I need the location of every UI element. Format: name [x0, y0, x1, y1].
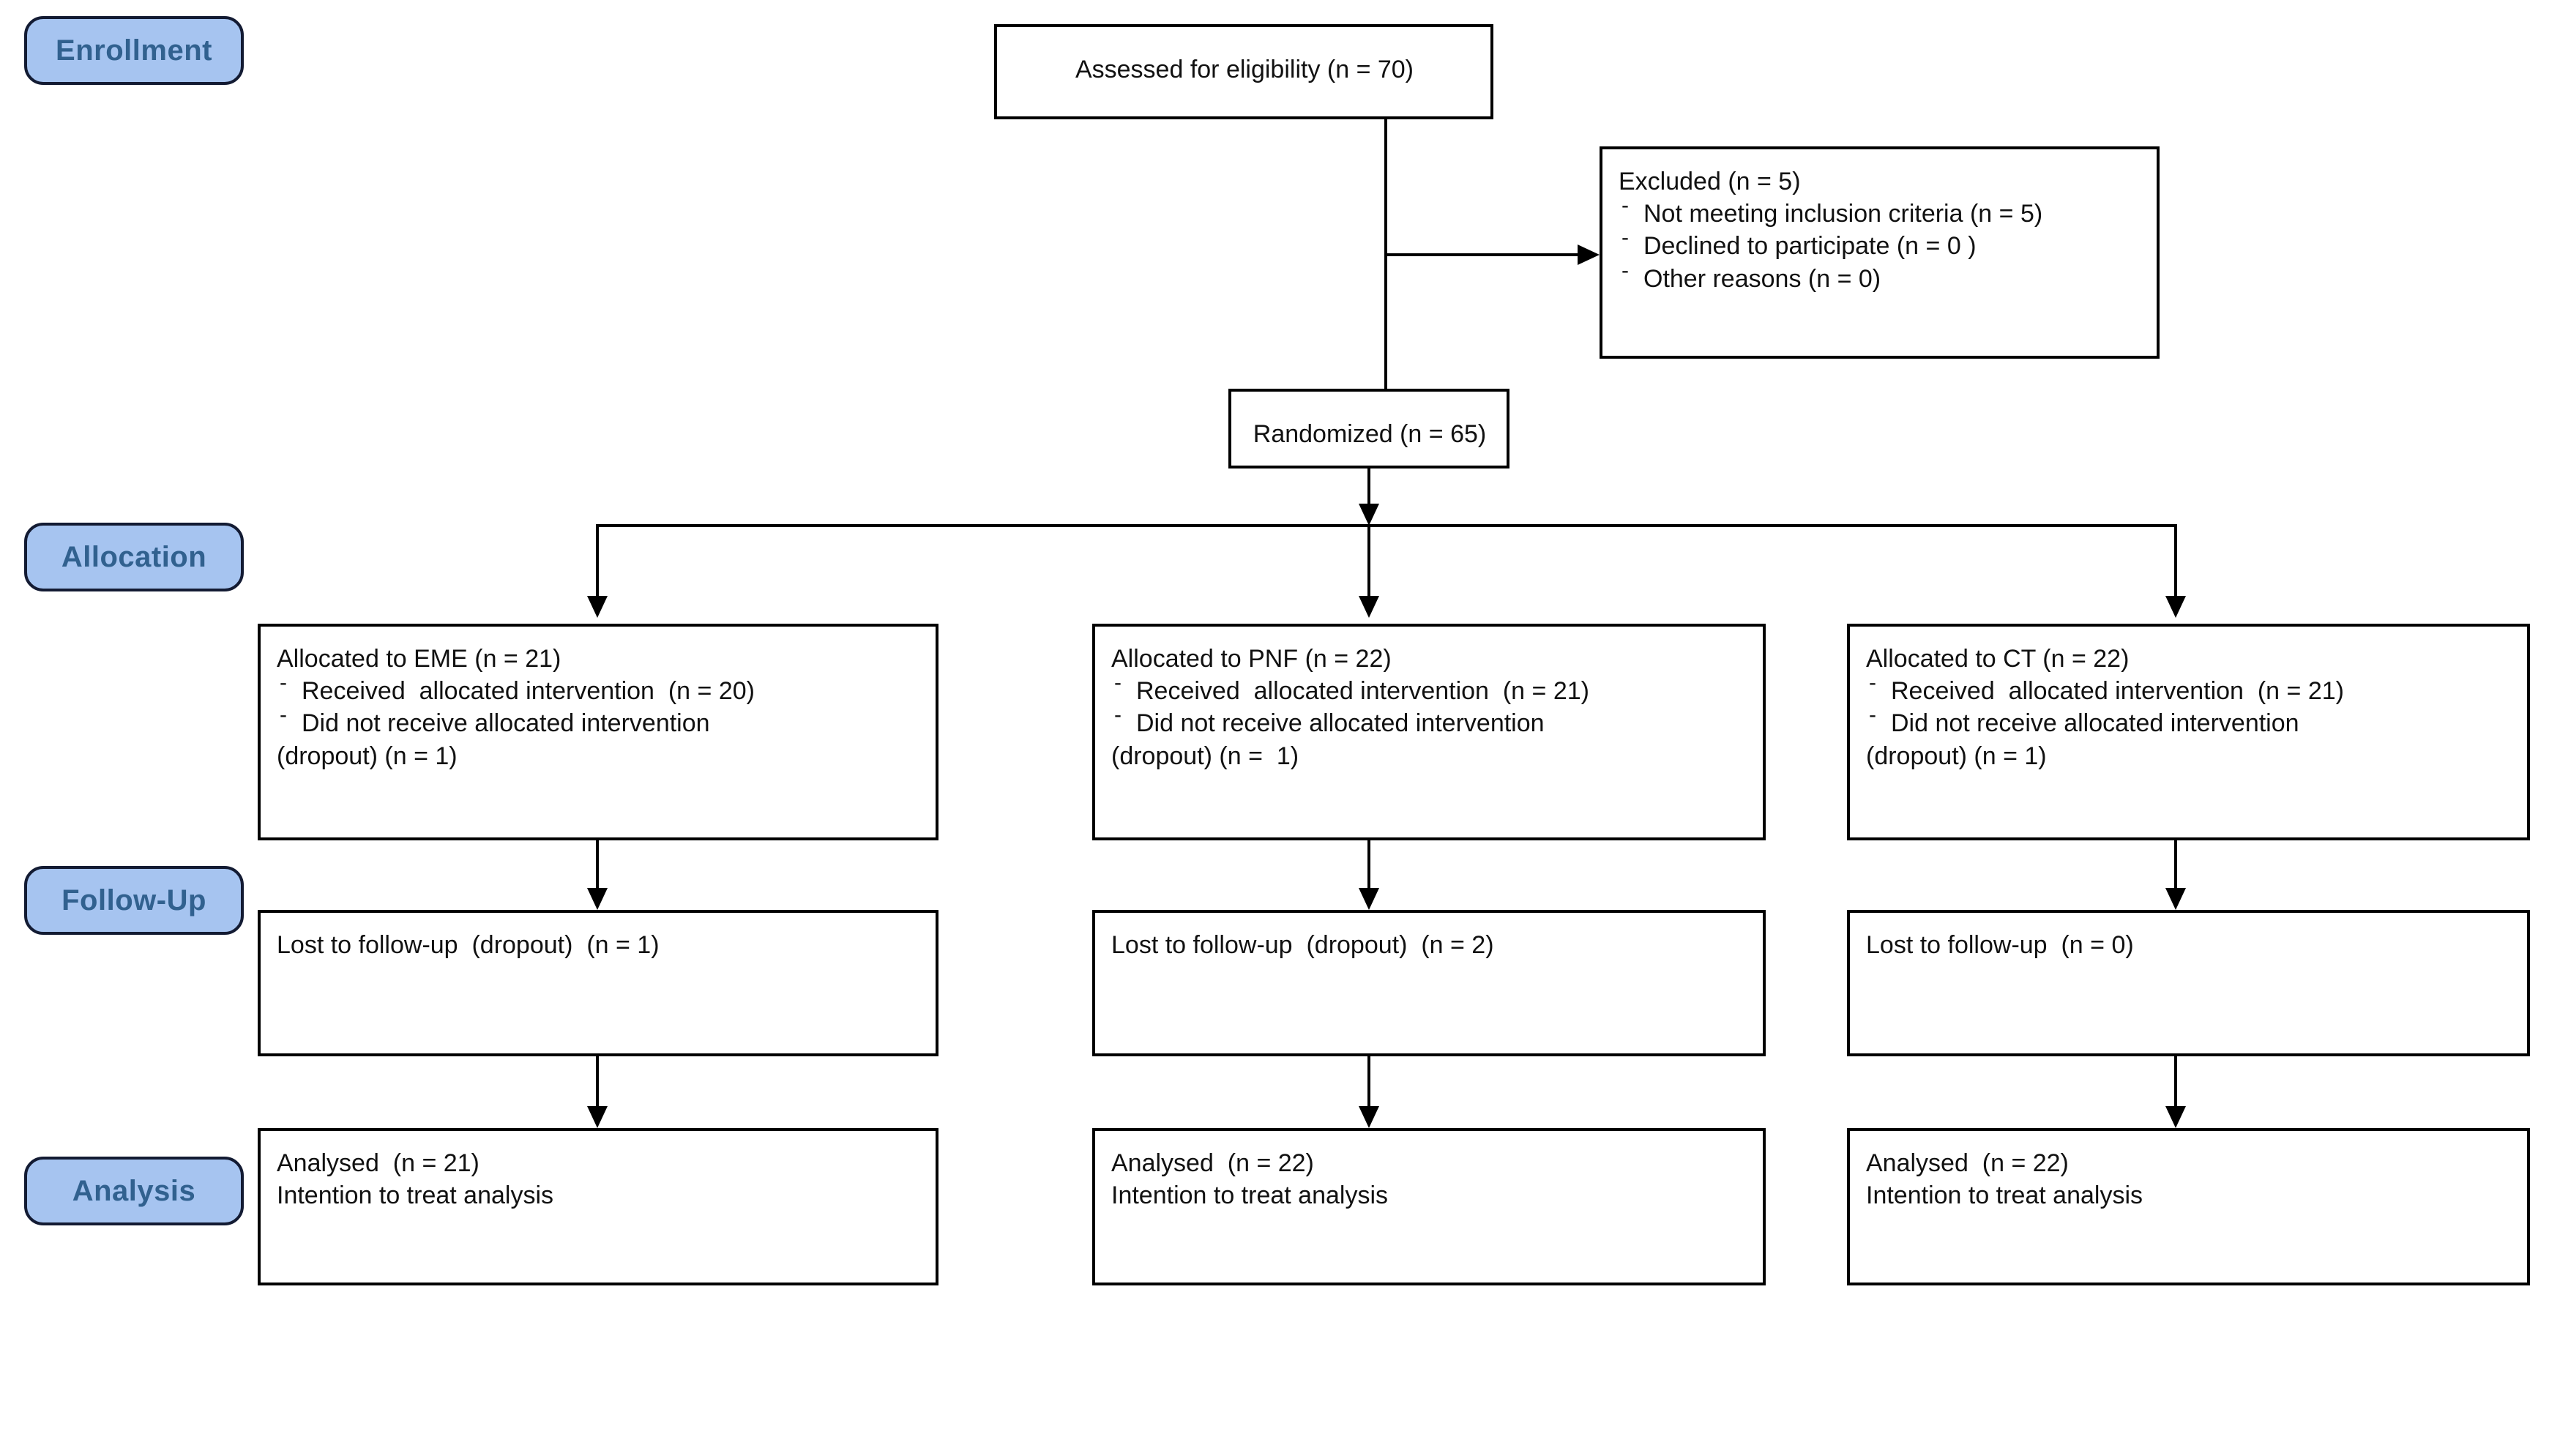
allocation-heading: Allocated to CT (n = 22): [1866, 645, 2130, 673]
allocation-heading: Allocated to EME (n = 21): [277, 645, 561, 673]
connector-pnf-followup-to-analysis: [1367, 1056, 1370, 1106]
analysis-type: Intention to treat analysis: [1111, 1181, 1389, 1210]
stage-label-text: Analysis: [72, 1174, 196, 1207]
bullet-dash-icon: -: [1621, 225, 1629, 250]
box-analysis-eme: Analysed (n = 21) Intention to treat ana…: [258, 1128, 938, 1285]
bullet-dash-icon: -: [1621, 193, 1629, 218]
arrowhead-to-excluded: [1578, 244, 1600, 265]
analysis-type: Intention to treat analysis: [1866, 1181, 2143, 1210]
allocation-item: -Received allocated intervention (n = 21…: [1866, 671, 2512, 707]
allocation-item-text: Received allocated intervention (n = 20): [302, 677, 755, 706]
box-assessed-for-eligibility: Assessed for eligibility (n = 70): [994, 24, 1493, 119]
allocation-item-text: Did not receive allocated intervention: [302, 709, 710, 738]
arrowhead-to-ct-allocation: [2165, 596, 2186, 618]
randomized-text: Randomized (n = 65): [1253, 420, 1487, 448]
connector-ct-followup-to-analysis: [2174, 1056, 2177, 1106]
allocation-item: -Received allocated intervention (n = 20…: [277, 671, 921, 707]
box-followup-eme: Lost to follow-up (dropout) (n = 1): [258, 910, 938, 1056]
allocation-item: -Received allocated intervention (n = 21…: [1111, 671, 1748, 707]
arrowhead-to-eme-analysis: [587, 1106, 608, 1128]
box-allocation-ct: Allocated to CT (n = 22) -Received alloc…: [1847, 624, 2530, 840]
followup-text: Lost to follow-up (dropout) (n = 2): [1111, 931, 1494, 959]
arrowhead-randomized-split: [1359, 504, 1379, 526]
excluded-reason-item: -Other reasons (n = 0): [1619, 258, 2142, 295]
arrowhead-to-eme-followup: [587, 888, 608, 910]
allocation-item: -Did not receive allocated intervention: [277, 703, 921, 739]
bullet-dash-icon: -: [1114, 671, 1122, 695]
allocation-item-continuation: (dropout) (n = 1): [277, 742, 458, 770]
box-followup-ct: Lost to follow-up (n = 0): [1847, 910, 2530, 1056]
stage-label-allocation: Allocation: [24, 523, 244, 591]
allocation-item: -Did not receive allocated intervention: [1866, 703, 2512, 739]
connector-randomized-down: [1367, 468, 1370, 504]
connector-split-to-ct: [2174, 524, 2177, 596]
arrowhead-to-eme-allocation: [587, 596, 608, 618]
box-analysis-ct: Analysed (n = 22) Intention to treat ana…: [1847, 1128, 2530, 1285]
bullet-dash-icon: -: [1621, 258, 1629, 283]
arrowhead-to-pnf-followup: [1359, 888, 1379, 910]
followup-text: Lost to follow-up (n = 0): [1866, 931, 2134, 959]
allocation-item-text: Did not receive allocated intervention: [1136, 709, 1545, 738]
stage-label-enrollment: Enrollment: [24, 16, 244, 85]
connector-eme-followup-to-analysis: [596, 1056, 599, 1106]
arrowhead-to-pnf-allocation: [1359, 596, 1379, 618]
allocation-item-continuation: (dropout) (n = 1): [1866, 742, 2047, 770]
stage-label-text: Enrollment: [56, 34, 212, 67]
allocation-item-continuation: (dropout) (n = 1): [1111, 742, 1299, 770]
box-allocation-pnf: Allocated to PNF (n = 22) -Received allo…: [1092, 624, 1766, 840]
bullet-dash-icon: -: [280, 703, 287, 728]
allocation-item: -Did not receive allocated intervention: [1111, 703, 1748, 739]
assessed-text: Assessed for eligibility (n = 70): [1075, 56, 1414, 83]
box-randomized: Randomized (n = 65): [1228, 389, 1509, 468]
connector-allocation-distributor: [596, 524, 2177, 527]
box-allocation-eme: Allocated to EME (n = 21) -Received allo…: [258, 624, 938, 840]
stage-label-text: Allocation: [61, 540, 207, 573]
box-followup-pnf: Lost to follow-up (dropout) (n = 2): [1092, 910, 1766, 1056]
arrowhead-to-ct-followup: [2165, 888, 2186, 910]
stage-label-followup: Follow-Up: [24, 866, 244, 935]
allocation-item-text: Received allocated intervention (n = 21): [1136, 677, 1589, 706]
allocation-item-text: Received allocated intervention (n = 21): [1891, 677, 2344, 706]
connector-ct-alloc-to-followup: [2174, 840, 2177, 888]
connector-pnf-alloc-to-followup: [1367, 840, 1370, 888]
allocation-item-text: Did not receive allocated intervention: [1891, 709, 2299, 738]
analysis-type: Intention to treat analysis: [277, 1181, 554, 1210]
bullet-dash-icon: -: [1869, 703, 1876, 728]
bullet-dash-icon: -: [1114, 703, 1122, 728]
excluded-reason-item: -Declined to participate (n = 0 ): [1619, 225, 2142, 262]
box-analysis-pnf: Analysed (n = 22) Intention to treat ana…: [1092, 1128, 1766, 1285]
connector-split-to-eme: [596, 524, 599, 596]
bullet-dash-icon: -: [1869, 671, 1876, 695]
connector-eme-alloc-to-followup: [596, 840, 599, 888]
excluded-reason-text: Declined to participate (n = 0 ): [1643, 232, 1977, 261]
arrowhead-to-pnf-analysis: [1359, 1106, 1379, 1128]
stage-label-text: Follow-Up: [61, 884, 206, 916]
excluded-reason-text: Other reasons (n = 0): [1643, 264, 1881, 293]
analysis-count: Analysed (n = 22): [1866, 1149, 2069, 1177]
excluded-reason-item: -Not meeting inclusion criteria (n = 5): [1619, 193, 2142, 230]
connector-split-to-pnf: [1367, 524, 1370, 596]
excluded-heading: Excluded (n = 5): [1619, 168, 1801, 195]
allocation-heading: Allocated to PNF (n = 22): [1111, 645, 1392, 673]
connector-to-excluded: [1386, 253, 1578, 256]
bullet-dash-icon: -: [280, 671, 287, 695]
excluded-reason-text: Not meeting inclusion criteria (n = 5): [1643, 200, 2043, 228]
analysis-count: Analysed (n = 22): [1111, 1149, 1314, 1177]
analysis-count: Analysed (n = 21): [277, 1149, 479, 1177]
followup-text: Lost to follow-up (dropout) (n = 1): [277, 931, 660, 959]
stage-label-analysis: Analysis: [24, 1157, 244, 1225]
arrowhead-to-ct-analysis: [2165, 1106, 2186, 1128]
box-excluded: Excluded (n = 5) -Not meeting inclusion …: [1600, 146, 2160, 359]
